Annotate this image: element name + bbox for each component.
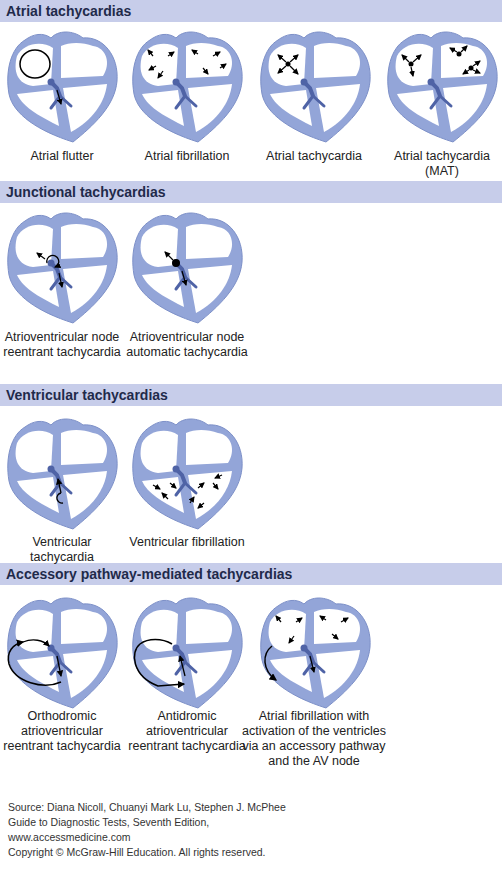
figure-caption: Orthodromic atrioventricular reentrant t… <box>0 709 124 754</box>
section-heading: Ventricular tachycardias <box>6 387 168 403</box>
af-accessory-heart <box>261 598 370 708</box>
figure-caption: Atrial fibrillation <box>128 149 246 164</box>
source-note: Guide to Diagnostic Tests, Seventh Editi… <box>8 815 498 829</box>
av-node-automatic-heart <box>133 213 242 323</box>
figure-caption: Ventricular fibrillation <box>125 535 249 550</box>
figure-caption: Atrioventricular node reentrant tachycar… <box>0 330 124 360</box>
antidromic-heart <box>133 598 242 708</box>
section-band: Accessory pathway-mediated tachycardias <box>0 563 502 585</box>
section-heading: Accessory pathway-mediated tachycardias <box>6 566 292 582</box>
section-band: Ventricular tachycardias <box>0 384 502 406</box>
section-band: Junctional tachycardias <box>0 181 502 203</box>
section-band: Atrial tachycardias <box>0 0 502 22</box>
orthodromic-heart <box>8 598 117 708</box>
ventricular-tachycardia-heart <box>8 419 117 529</box>
source-note: www.accessmedicine.com <box>8 830 498 844</box>
figure-caption: Atrioventricular node automatic tachycar… <box>125 330 249 360</box>
figure-caption: Ventricular tachycardia <box>0 535 124 565</box>
figure-caption: Atrial tachycardia (MAT) <box>392 149 492 179</box>
atrial-fibrillation-heart <box>133 32 242 142</box>
ventricular-fibrillation-heart <box>133 419 242 529</box>
figure-caption: Atrial fibrillation with activation of t… <box>239 709 389 769</box>
section-heading: Junctional tachycardias <box>6 184 166 200</box>
source-note: Copyright © McGraw-Hill Education. All r… <box>8 845 498 859</box>
atrial-flutter-heart <box>8 32 117 142</box>
figure-caption: Atrial flutter <box>3 149 121 164</box>
source-note: Source: Diana Nicoll, Chuanyi Mark Lu, S… <box>8 800 498 814</box>
figure-caption: Atrial tachycardia <box>255 149 373 164</box>
atrial-tachycardia-heart <box>261 32 370 142</box>
mat-heart <box>388 32 497 142</box>
figure-caption: Antidromic atrioventricular reentrant ta… <box>125 709 249 754</box>
avnrt-heart <box>8 213 117 323</box>
section-heading: Atrial tachycardias <box>6 3 131 19</box>
